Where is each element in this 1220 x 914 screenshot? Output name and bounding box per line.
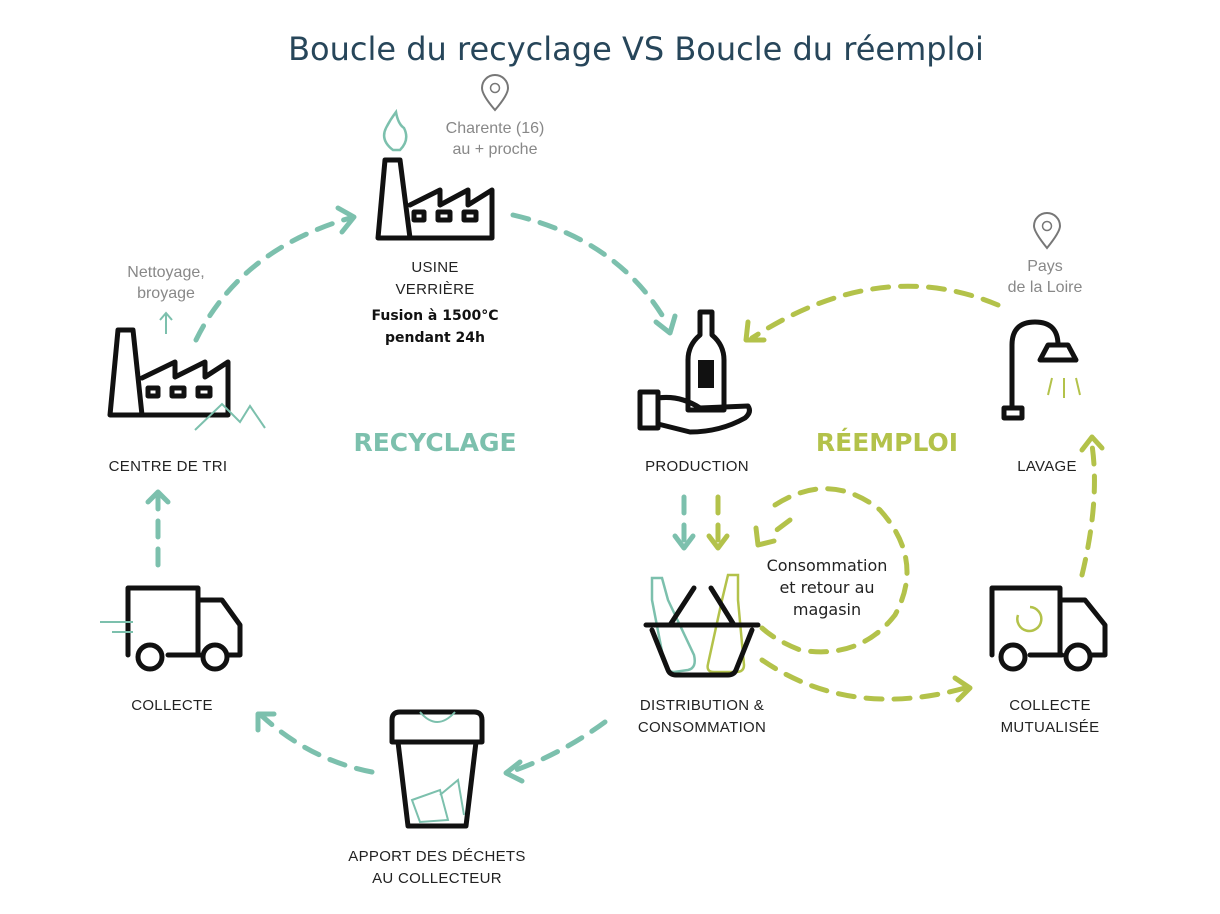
node-label: MUTUALISÉE xyxy=(1001,719,1100,736)
node-label: CONSOMMATION xyxy=(638,719,766,736)
recycling-loop-label: RECYCLAGE xyxy=(353,428,516,457)
collection-node: COLLECTE xyxy=(100,585,243,714)
bin-icon xyxy=(389,709,485,829)
node-detail: pendant 24h xyxy=(385,330,485,346)
washing-node: Pays de la Loire LAVAGE xyxy=(1001,212,1083,475)
consumption-text: et retour au xyxy=(779,578,874,597)
production-node: PRODUCTION xyxy=(637,309,752,475)
sorting-center-node: Nettoyage, broyage CENTRE DE TRI xyxy=(107,264,266,475)
distribution-node: DISTRIBUTION & CONSOMMATION xyxy=(638,573,766,736)
location-text: au + proche xyxy=(453,141,538,158)
basket-icon xyxy=(643,573,761,678)
node-label: LAVAGE xyxy=(1017,458,1077,475)
reuse-arrows xyxy=(706,283,1105,703)
location-text: Pays xyxy=(1027,258,1063,275)
process-note: broyage xyxy=(137,285,195,302)
hand-bottle-icon xyxy=(637,309,752,435)
node-label: VERRIÈRE xyxy=(395,281,474,298)
location-text: de la Loire xyxy=(1008,279,1083,296)
process-note: Nettoyage, xyxy=(127,264,204,281)
node-label: USINE xyxy=(411,259,458,276)
waste-drop-off-node: APPORT DES DÉCHETS AU COLLECTEUR xyxy=(348,709,525,887)
factory-icon xyxy=(107,327,266,431)
page-title: Boucle du recyclage VS Boucle du réemplo… xyxy=(288,30,984,68)
shared-collection-node: COLLECTE MUTUALISÉE xyxy=(989,585,1108,736)
flame-icon xyxy=(382,108,408,152)
node-label: APPORT DES DÉCHETS xyxy=(348,848,525,865)
reuse-loop-label: RÉEMPLOI xyxy=(816,428,958,457)
truck-icon xyxy=(989,585,1108,672)
location-pin-icon xyxy=(1032,212,1062,250)
consumption-text: magasin xyxy=(793,600,861,619)
node-label: PRODUCTION xyxy=(645,458,749,475)
glass-factory-node: Charente (16) au + proche USINE VERRIÈRE… xyxy=(372,74,545,346)
location-pin-icon xyxy=(480,74,510,112)
node-label: COLLECTE xyxy=(131,697,213,714)
consumption-loop-text: Consommation et retour au magasin xyxy=(767,556,888,619)
consumption-text: Consommation xyxy=(767,556,888,575)
refresh-icon xyxy=(1016,605,1043,633)
node-label: AU COLLECTEUR xyxy=(372,870,502,887)
recycling-arrows xyxy=(145,205,696,784)
factory-icon xyxy=(375,157,495,241)
truck-icon xyxy=(100,585,243,672)
node-label: DISTRIBUTION & xyxy=(640,697,764,714)
shower-icon xyxy=(1001,319,1081,421)
node-label: COLLECTE xyxy=(1009,697,1091,714)
node-detail: Fusion à 1500°C xyxy=(372,308,499,324)
location-text: Charente (16) xyxy=(446,120,545,137)
node-label: CENTRE DE TRI xyxy=(109,458,228,475)
